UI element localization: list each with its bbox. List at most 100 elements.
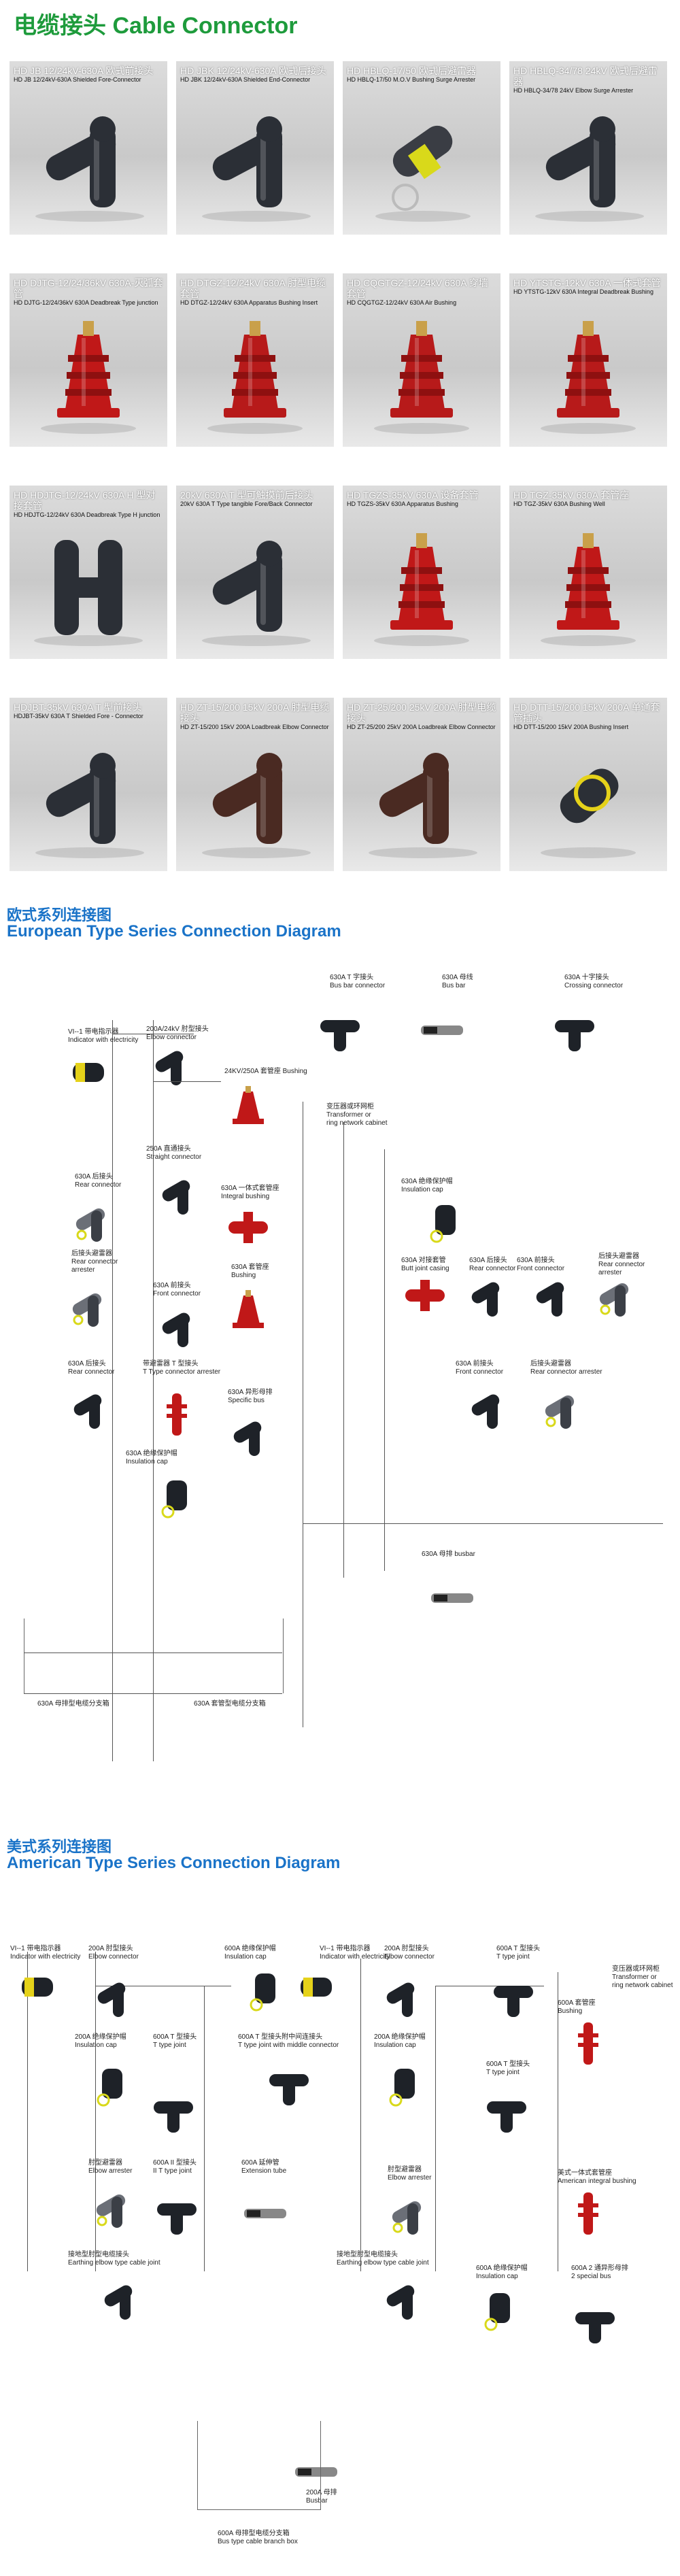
product-subtitle: HD CQGTGZ-12/24kV 630A Air Bushing xyxy=(347,299,457,307)
rear-icon xyxy=(75,1208,105,1242)
busbar-icon xyxy=(431,1593,473,1603)
connector-line xyxy=(204,1986,205,2271)
diagram-label-line: arrester xyxy=(71,1266,95,1274)
front3-icon xyxy=(471,1394,500,1429)
diagram-label-line: 200A 肘型接头 xyxy=(384,1945,429,1952)
diagram-label-line: 630A 母排型电缆分支箱 xyxy=(37,1700,109,1708)
diagram-label-line: Indicator with electricity xyxy=(68,1036,139,1044)
indicator-icon xyxy=(73,1063,104,1082)
american-title-en: American Type Series Connection Diagram xyxy=(7,1854,341,1872)
diagram-label-line: Insulation cap xyxy=(476,2273,518,2280)
diagram-label-line: Elbow arrester xyxy=(88,2167,133,2175)
diagram-label-line: Rear connector xyxy=(71,1258,118,1266)
ext-tube-icon xyxy=(244,2209,286,2218)
diagram-label-line: Rear connector xyxy=(598,1261,645,1268)
diagram-label-line: Insulation cap xyxy=(224,1953,267,1961)
diagram-label-line: 250A 直通接头 xyxy=(146,1145,191,1153)
product-photo xyxy=(541,533,636,646)
diagram-label-line: Earthing elbow type cable joint xyxy=(337,2259,429,2267)
diagram-label-line: 后接头避雷器 xyxy=(598,1253,639,1260)
diagram-label-line: 630A 一体式套管座 xyxy=(221,1185,279,1192)
product-subtitle: HD ZT-25/200 25kV 200A Loadbreak Elbow C… xyxy=(347,724,496,731)
diagram-label-line: 630A 绝缘保护帽 xyxy=(401,1178,453,1185)
diagram-label-line: 200A/24kV 肘型接头 xyxy=(146,1026,209,1033)
diagram-label-line: II T type joint xyxy=(153,2167,192,2175)
connector-line xyxy=(153,1020,154,1761)
diagram-label-line: T type joint xyxy=(153,2041,186,2049)
diagram-label-line: 接地型肘型电缆接头 xyxy=(337,2251,398,2258)
diagram-label-line: Butt joint casing xyxy=(401,1265,449,1272)
diagram-label-line: 630A T 字接头 xyxy=(330,974,374,981)
bus-bar-conn-icon xyxy=(320,1020,360,1051)
diagram-label-line: 肘型避雷器 xyxy=(388,2166,422,2173)
diagram-label-line: Rear connector xyxy=(75,1181,122,1189)
product-title: HD HDJTG-12/24kV 630A H 型对接套管 xyxy=(14,490,156,512)
diagram-label: 630A 套管型电缆分支箱 xyxy=(194,1700,266,1708)
product-photo xyxy=(207,321,303,434)
product-subtitle: HD TGZS-35kV 630A Apparatus Bushing xyxy=(347,501,458,508)
elbow1-icon xyxy=(97,1982,126,2017)
product-photo xyxy=(374,533,469,646)
diagram-label-line: Elbow connector xyxy=(146,1034,197,1041)
diagram-label-line: 600A T 型接头 xyxy=(496,1945,541,1952)
tjoint-mid-icon xyxy=(269,2074,309,2105)
earth1-icon xyxy=(104,2285,133,2320)
product-photo xyxy=(202,753,311,858)
product-photo xyxy=(374,321,469,434)
diagram-label-line: 630A 套管型电缆分支箱 xyxy=(194,1700,266,1708)
diagram-label-line: Indicator with electricity xyxy=(10,1953,81,1961)
branch-cabinet-sketch xyxy=(24,1619,284,1693)
diagram-label-line: 630A 前接头 xyxy=(456,1360,494,1368)
diagram-label: 630A 母排 busbar xyxy=(422,1550,475,1559)
diagram-label-line: Busbar xyxy=(306,2497,328,2505)
diagram-label-line: Insulation cap xyxy=(75,2041,117,2049)
front2-icon xyxy=(536,1282,564,1317)
diagram-label: 24KV/250A 套管座 Bushing xyxy=(224,1068,307,1076)
cap200b-icon xyxy=(389,2069,415,2107)
product-subtitle: HDJBT-35kV 630A T Shielded Fore - Connec… xyxy=(14,713,143,720)
diagram-label-line: 630A 后接头 xyxy=(75,1173,113,1181)
diagram-label-line: Rear connector xyxy=(469,1265,516,1272)
product-title: HD DTT-15/200 15kV 200A 单通套管插头 xyxy=(513,702,660,724)
american-title-cn: 美式系列连接图 xyxy=(7,1838,112,1855)
connector-line xyxy=(24,1693,282,1694)
product-subtitle: HD HDJTG-12/24kV 630A Deadbreak Type H j… xyxy=(14,511,160,519)
product-photo xyxy=(34,540,143,646)
product-photo xyxy=(41,321,136,434)
diagram-label-line: Bushing xyxy=(231,1272,256,1279)
diagram-label-line: 600A 母排型电缆分支箱 xyxy=(218,2530,290,2537)
diagram-label-line: 美式一体式套管座 xyxy=(558,2169,612,2177)
diagram-label-line: 200A 肘型接头 xyxy=(88,1945,133,1952)
branch-box-sketch xyxy=(197,2421,321,2510)
indicator1-icon xyxy=(22,1978,53,1997)
